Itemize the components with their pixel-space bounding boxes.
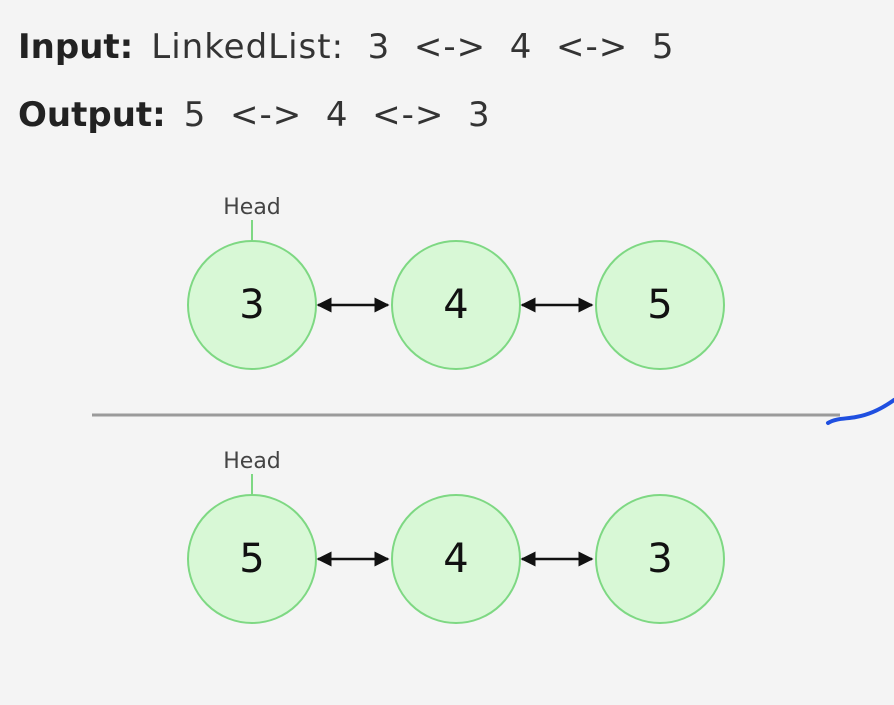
- node-original-2: 4: [391, 240, 521, 370]
- node-value: 4: [443, 536, 468, 582]
- node-value: 4: [443, 282, 468, 328]
- node-value: 5: [647, 282, 672, 328]
- output-label: Output:: [18, 95, 166, 135]
- reversed-list: Head 5 4 3: [187, 449, 725, 624]
- original-list: Head 3 4 5: [187, 195, 725, 370]
- node-reversed-3: 3: [595, 494, 725, 624]
- input-value: LinkedList: 3 <-> 4 <-> 5: [151, 27, 675, 67]
- node-original-1: 3: [187, 240, 317, 370]
- head-label-original: Head: [223, 195, 281, 220]
- node-reversed-1: 5: [187, 494, 317, 624]
- input-line: Input: LinkedList: 3 <-> 4 <-> 5: [18, 27, 675, 67]
- output-line: Output: 5 <-> 4 <-> 3: [18, 95, 491, 135]
- pen-mark: [826, 398, 894, 425]
- head-label-reversed: Head: [223, 449, 281, 474]
- node-value: 3: [647, 536, 672, 582]
- node-reversed-2: 4: [391, 494, 521, 624]
- node-value: 3: [239, 282, 264, 328]
- node-value: 5: [239, 536, 264, 582]
- node-original-3: 5: [595, 240, 725, 370]
- input-label: Input:: [18, 27, 134, 67]
- output-value: 5 <-> 4 <-> 3: [183, 95, 491, 135]
